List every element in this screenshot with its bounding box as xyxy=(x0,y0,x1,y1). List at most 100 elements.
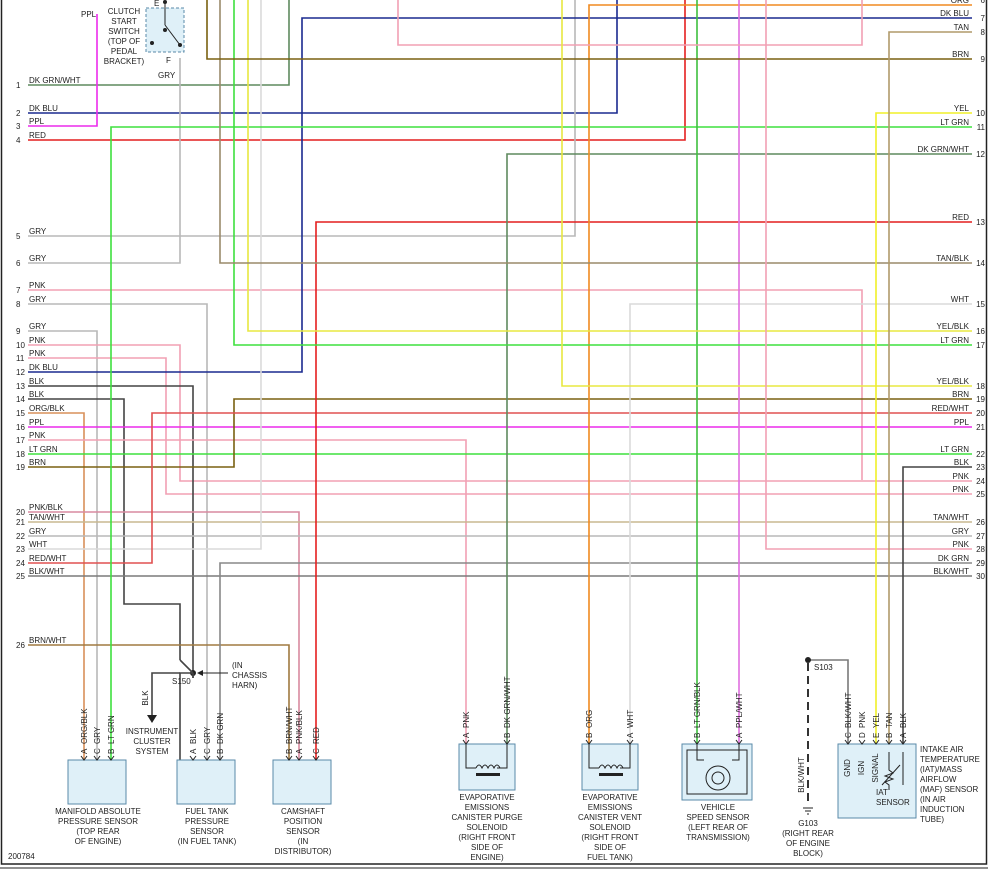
maf-inner-4: SENSOR xyxy=(876,798,910,807)
right-wire-number-27: 27 xyxy=(976,532,985,541)
left-wire-color-26: BRN/WHT xyxy=(29,636,66,645)
wire-37 xyxy=(219,0,972,264)
ftp-pin-C: C xyxy=(203,748,212,754)
maf-inner-2: SIGNAL xyxy=(871,753,880,783)
ground-desc-0: (RIGHT REAR xyxy=(782,829,834,838)
ftp-pin-wire-A: BLK xyxy=(189,728,198,744)
vent-coil-icon xyxy=(598,764,624,770)
right-wire-color-23: BLK xyxy=(954,458,970,467)
maf-pin-wire-B: TAN xyxy=(885,712,894,728)
right-top-org-label: ORG xyxy=(951,0,969,5)
cluster-label-1: CLUSTER xyxy=(133,737,171,746)
right-wire-color-12: DK GRN/WHT xyxy=(917,145,969,154)
right-wire-number-25: 25 xyxy=(976,490,985,499)
left-wire-number-13: 13 xyxy=(16,382,25,391)
map-pin-A: A xyxy=(80,748,89,754)
ground-desc-1: OF ENGINE xyxy=(786,839,830,848)
wire-2 xyxy=(28,0,618,114)
clutch-pin-top: E xyxy=(154,0,159,8)
vent-caption-4: (RIGHT FRONT xyxy=(581,833,638,842)
vent-caption-1: EMISSIONS xyxy=(588,803,632,812)
ftp-blk-wire xyxy=(179,672,193,762)
maf-pin-wire-A: BLK xyxy=(899,712,908,728)
clutch-switch-label-1: START xyxy=(111,17,137,26)
cmp-pin-wire-B: BRN/WHT xyxy=(285,707,294,744)
map-caption-0: MANIFOLD ABSOLUTE xyxy=(55,807,141,816)
iat-thermistor-arrow xyxy=(881,764,901,786)
maf-pin-wire-E: YEL xyxy=(872,712,881,728)
figure-id: 200784 xyxy=(8,852,35,861)
map-terminal-C xyxy=(93,755,101,761)
right-wire-number-20: 20 xyxy=(976,409,985,418)
right-wire-number-21: 21 xyxy=(976,423,985,432)
splice-note-2: HARN) xyxy=(232,681,258,690)
maf-terminal-E xyxy=(872,739,880,745)
wire-12 xyxy=(28,17,972,373)
wire-1 xyxy=(28,0,290,86)
purge-caption-1: EMISSIONS xyxy=(465,803,509,812)
maf-caption-6: INDUCTION xyxy=(920,805,965,814)
cmp-box xyxy=(272,759,332,805)
cmp-caption-4: DISTRIBUTOR) xyxy=(275,847,332,856)
right-wire-color-29: DK GRN xyxy=(938,554,969,563)
right-wire-number-13: 13 xyxy=(976,218,985,227)
left-wire-number-9: 9 xyxy=(16,327,21,336)
left-wire-color-22: GRY xyxy=(29,527,47,536)
splice-down-branch xyxy=(151,672,194,715)
ftp-pin-B: B xyxy=(216,749,225,754)
left-wire-color-13: BLK xyxy=(29,377,45,386)
right-wire-number-8: 8 xyxy=(981,28,986,37)
ftp-terminal-A xyxy=(189,755,197,761)
wire-19 xyxy=(28,398,972,468)
maf-caption-4: (MAF) SENSOR xyxy=(920,785,978,794)
wire-30 xyxy=(506,153,972,762)
map-caption-1: PRESSURE SENSOR xyxy=(58,817,138,826)
left-wire-color-24: RED/WHT xyxy=(29,554,66,563)
wire-40 xyxy=(561,0,972,387)
left-wire-number-18: 18 xyxy=(16,450,25,459)
purge-coil-icon xyxy=(475,764,501,770)
vss-caption-1: SPEED SENSOR xyxy=(686,813,749,822)
left-wire-number-23: 23 xyxy=(16,545,25,554)
vss-pin-B: B xyxy=(693,733,702,738)
vent-core-icon xyxy=(599,773,623,776)
right-wire-color-16: YEL/BLK xyxy=(937,322,970,331)
cmp-pin-B: B xyxy=(285,749,294,754)
clutch-switch-label-3: (TOP OF xyxy=(108,37,140,46)
left-wire-color-3: PPL xyxy=(29,117,45,126)
wire-8 xyxy=(28,303,208,762)
vss-inner-frame xyxy=(686,749,748,795)
wire-45 xyxy=(808,659,849,762)
left-wire-number-6: 6 xyxy=(16,259,21,268)
wire-26 xyxy=(28,644,290,762)
right-wire-color-7: DK BLU xyxy=(940,9,969,18)
right-wire-color-9: BRN xyxy=(952,50,969,59)
maf-terminal-A xyxy=(899,739,907,745)
left-wire-color-18: LT GRN xyxy=(29,445,58,454)
ftp-pin-wire-C: GRY xyxy=(203,726,212,744)
left-wire-number-11: 11 xyxy=(16,354,25,363)
maf-caption-1: TEMPERATURE xyxy=(920,755,980,764)
purge-coil-leads xyxy=(465,744,508,769)
vent-caption-0: EVAPORATIVE xyxy=(582,793,637,802)
left-wire-number-1: 1 xyxy=(16,81,21,90)
maf-inner-3: IAT xyxy=(876,788,888,797)
left-wire-number-26: 26 xyxy=(16,641,25,650)
maf-inner-1: IGN xyxy=(857,761,866,775)
cmp-pin-A: A xyxy=(295,748,304,754)
clutch-arm-line xyxy=(164,24,181,46)
right-wire-number-28: 28 xyxy=(976,545,985,554)
map-box xyxy=(67,759,127,805)
vss-hub-icon xyxy=(711,771,725,785)
purge-caption-4: (RIGHT FRONT xyxy=(458,833,515,842)
purge-pin-wire-B: DK GRN/WHT xyxy=(503,676,512,728)
ftp-pin-A: A xyxy=(189,748,198,754)
map-pin-B: B xyxy=(107,749,116,754)
clutch-switch-label-5: BRACKET) xyxy=(104,57,145,66)
map-pin-C: C xyxy=(93,748,102,754)
right-wire-color-15: WHT xyxy=(951,295,969,304)
maf-pin-wire-D: PNK xyxy=(858,711,867,728)
purge-pin-wire-A: PNK xyxy=(462,711,471,728)
map-pin-wire-B: LT GRN xyxy=(107,715,116,744)
